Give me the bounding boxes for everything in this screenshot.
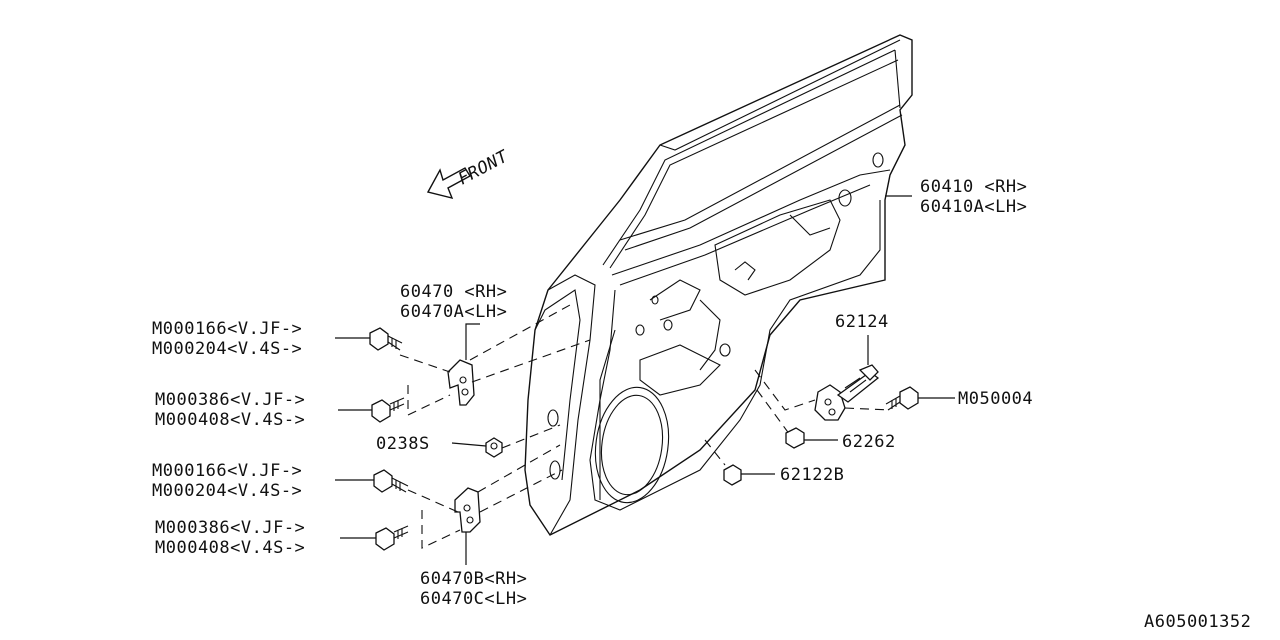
checker-bolt-part <box>885 386 919 411</box>
callout-text: 62124 <box>835 312 889 332</box>
callout-checker-bolt: M050004 <box>958 389 1033 409</box>
callout-text: 60470C<LH> <box>420 589 527 609</box>
callout-text: 62122B <box>780 465 844 485</box>
callout-upper-bolt-b: M000386<V.JF-> M000408<V.4S-> <box>155 390 305 430</box>
lower-hinge-part <box>454 487 481 565</box>
callout-text: M050004 <box>958 389 1033 409</box>
callout-lower-bolt-b: M000386<V.JF-> M000408<V.4S-> <box>155 518 305 558</box>
callout-stopper: 62262 <box>842 432 896 452</box>
callout-lower-hinge: 60470B<RH> 60470C<LH> <box>420 569 527 609</box>
callout-text: M000166<V.JF-> <box>152 461 302 481</box>
diagram-id: A605001352 <box>1144 612 1251 632</box>
callout-text: 60470B<RH> <box>420 569 527 589</box>
callout-text: M000204<V.4S-> <box>152 339 302 359</box>
lower-bolt-b <box>375 525 409 551</box>
lower-bolt-a <box>373 469 409 493</box>
nut-part <box>485 437 503 458</box>
rear-door-panel <box>524 34 913 536</box>
callout-door-panel: 60410 <RH> 60410A<LH> <box>920 177 1027 217</box>
callout-text: M000204<V.4S-> <box>152 481 302 501</box>
callout-upper-hinge: 60470 <RH> 60470A<LH> <box>400 282 507 322</box>
callout-nut: 0238S <box>376 434 430 454</box>
upper-bolt-a <box>369 327 403 351</box>
callout-text: 60470 <RH> <box>400 282 507 302</box>
callout-lower-bolt-a: M000166<V.JF-> M000204<V.4S-> <box>152 461 302 501</box>
callout-text: 60410A<LH> <box>920 197 1027 217</box>
stopper-part <box>785 427 805 449</box>
callout-text: 62262 <box>842 432 896 452</box>
callout-checker: 62124 <box>835 312 889 332</box>
callout-upper-bolt-a: M000166<V.JF-> M000204<V.4S-> <box>152 319 302 359</box>
front-direction-arrow: FRONT <box>426 146 513 200</box>
callout-text: 60470A<LH> <box>400 302 507 322</box>
door-checker-part <box>814 335 880 421</box>
callout-clip: 62122B <box>780 465 844 485</box>
callout-text: M000408<V.4S-> <box>155 410 305 430</box>
callout-text: M000386<V.JF-> <box>155 518 305 538</box>
callout-text: M000166<V.JF-> <box>152 319 302 339</box>
callout-text: M000386<V.JF-> <box>155 390 305 410</box>
upper-hinge-part <box>447 323 480 406</box>
callout-text: 0238S <box>376 434 430 454</box>
upper-bolt-b <box>371 397 405 423</box>
clip-part <box>723 464 742 486</box>
callout-text: 60410 <RH> <box>920 177 1027 197</box>
leader-nut <box>451 442 487 447</box>
callout-text: M000408<V.4S-> <box>155 538 305 558</box>
front-label: FRONT <box>455 146 513 189</box>
